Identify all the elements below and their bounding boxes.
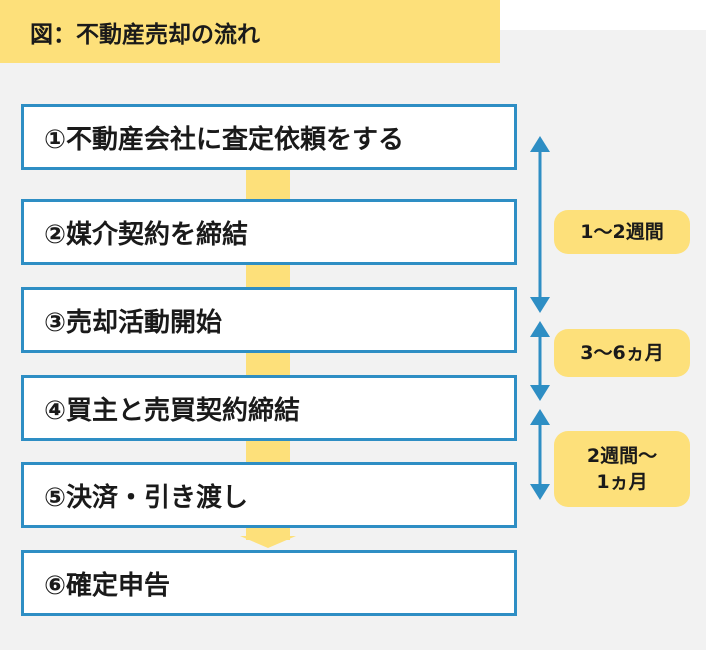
step-start-sales: ③売却活動開始 [21, 287, 517, 353]
step-brokerage-contract: ②媒介契約を締結 [21, 199, 517, 265]
step-label: ②媒介契約を締結 [44, 219, 249, 250]
period-badge-1-2-weeks: 1〜2週間 [554, 210, 690, 254]
period-arrow-1 [530, 136, 550, 313]
period-label: 3〜6ヵ月 [580, 342, 664, 364]
step-sales-contract: ④買主と売買契約締結 [21, 375, 517, 441]
diagram-title: 図：不動産売却の流れ [0, 0, 500, 63]
step-request-appraisal: ①不動産会社に査定依頼をする [21, 104, 517, 170]
step-label: ④買主と売買契約締結 [44, 395, 301, 426]
period-label-line2: 1ヵ月 [596, 471, 648, 493]
diagram-title-text: 図：不動産売却の流れ [30, 21, 260, 48]
step-settlement-handover: ⑤決済・引き渡し [21, 462, 517, 528]
step-label: ⑤決済・引き渡し [44, 482, 249, 513]
step-label: ③売却活動開始 [44, 307, 223, 338]
period-label-line1: 2週間〜 [586, 445, 658, 467]
period-label: 1〜2週間 [580, 221, 664, 243]
period-badge-3-6-months: 3〜6ヵ月 [554, 329, 690, 377]
period-arrow-2 [530, 321, 550, 401]
period-arrow-3 [530, 409, 550, 500]
step-tax-return: ⑥確定申告 [21, 550, 517, 616]
step-label: ①不動産会社に査定依頼をする [44, 124, 405, 155]
flow-connector-arrowhead [240, 536, 296, 548]
step-label: ⑥確定申告 [44, 570, 171, 601]
period-badge-2-weeks-1-month: 2週間〜 1ヵ月 [554, 431, 690, 507]
